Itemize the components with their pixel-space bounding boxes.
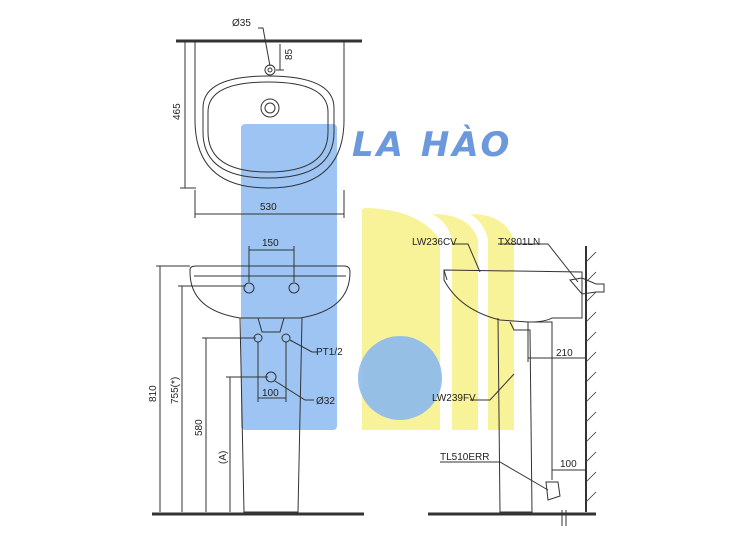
side-projection-label: 210 — [556, 348, 573, 359]
leader-tx801ln — [498, 243, 579, 283]
side-pedestal-outline — [497, 317, 533, 513]
side-wall-hatch — [585, 251, 597, 503]
front-height-total-label: 810 — [148, 385, 159, 402]
top-width-label: 530 — [260, 202, 277, 213]
front-basin-outline — [189, 265, 351, 319]
front-pedestal-outline — [239, 317, 303, 513]
watermark: LA HÀO — [241, 124, 514, 430]
watermark-blue-bar — [241, 124, 337, 430]
watermark-yellow-stripe-3 — [470, 214, 514, 430]
leader-tl510err — [440, 461, 549, 491]
side-basin-lip — [443, 269, 448, 281]
top-drain-outer — [260, 98, 280, 118]
side-bracket-code-label: TX801LN — [498, 237, 540, 248]
front-drain-spacing-label: 100 — [262, 388, 279, 399]
top-tap-hole — [264, 64, 276, 76]
top-bowl-outline — [202, 75, 335, 179]
watermark-brand-text: LA HÀO — [352, 124, 512, 165]
leader-pt12 — [289, 339, 318, 353]
top-hole-offset-label: 85 — [284, 48, 295, 60]
side-trap — [545, 481, 561, 501]
side-trap-code-label: TL510ERR — [440, 452, 489, 463]
top-basin-outline — [194, 42, 345, 189]
front-height-drain-label: 580 — [194, 419, 205, 436]
leader-lw239fv — [470, 373, 515, 401]
top-view — [176, 27, 362, 218]
leader-o32 — [274, 380, 314, 401]
front-thread-label: PT1/2 — [316, 347, 343, 358]
top-bowl-inner — [207, 81, 329, 173]
top-hole-leader — [258, 27, 271, 67]
side-pedestal-code-label: LW239FV — [432, 393, 476, 404]
front-drain-diameter-label: Ø32 — [316, 396, 335, 407]
front-height-rim-label: 755(*) — [170, 377, 181, 404]
leader-lw236cv — [452, 243, 481, 273]
front-height-a-label: (A) — [218, 451, 229, 464]
front-tap-right — [288, 282, 300, 294]
side-bracket — [569, 277, 605, 295]
top-tap-hole-inner — [267, 67, 273, 73]
front-tap-left — [243, 282, 255, 294]
front-tap-spacing-label: 150 — [262, 238, 279, 249]
watermark-yellow-stripe-2 — [432, 214, 478, 430]
front-pedestal-neck — [257, 317, 285, 333]
side-wall-gap-label: 100 — [560, 459, 577, 470]
side-waste-pipe — [530, 321, 553, 480]
watermark-blue-circle — [358, 336, 442, 420]
side-basin-code-label: LW236CV — [412, 237, 457, 248]
front-view — [152, 246, 364, 516]
top-hole-diameter-label: Ø35 — [232, 18, 251, 29]
top-drain-inner — [264, 102, 276, 114]
top-depth-label: 465 — [172, 103, 183, 120]
side-view — [428, 243, 605, 526]
